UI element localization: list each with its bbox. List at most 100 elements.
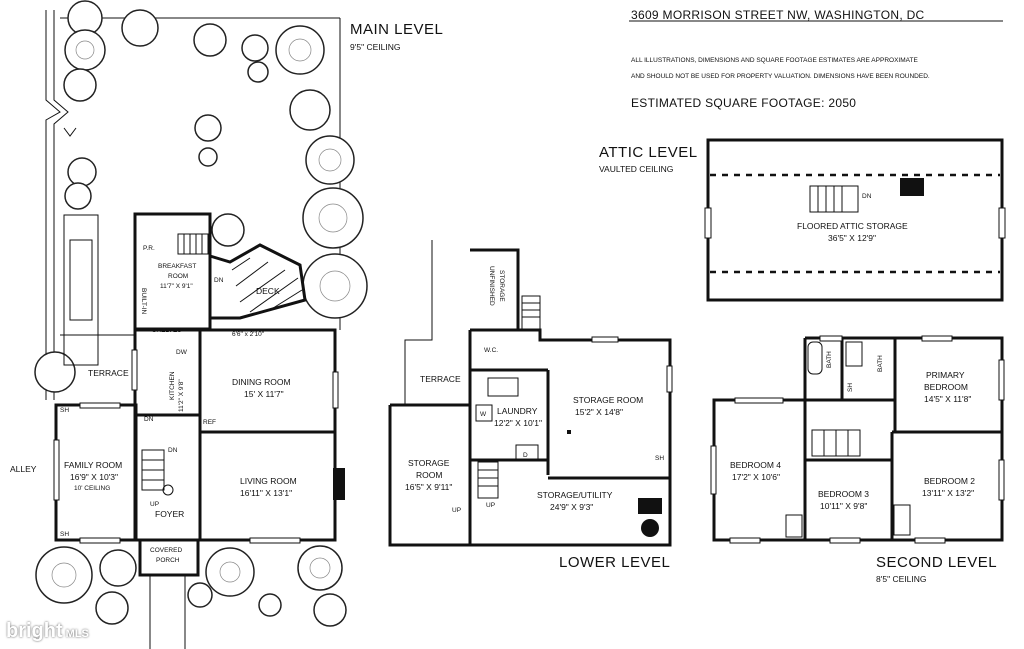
tree-icon — [297, 545, 343, 591]
tree-icon — [35, 546, 93, 604]
kitchen-dim: 11'2" X 9'8" — [178, 379, 185, 412]
tree-icon — [64, 29, 106, 71]
laundry-dim: 12'2" X 10'1" — [494, 418, 542, 428]
alley-label: ALLEY — [10, 464, 37, 474]
bed3-name: BEDROOM 3 — [818, 489, 869, 499]
washer-label: W — [480, 411, 487, 418]
living-dim: 16'11" X 13'1" — [240, 488, 292, 498]
lower-terrace-outline — [404, 240, 433, 405]
furnace — [638, 498, 662, 514]
attic-window-right — [998, 207, 1006, 239]
attic-hatch — [900, 178, 924, 196]
attic-stairs — [809, 185, 859, 213]
deck-label: DECK — [256, 286, 280, 296]
planter-inner — [69, 239, 93, 321]
tree-icon — [198, 147, 218, 167]
main-terrace-label: TERRACE — [88, 368, 129, 378]
watermark-suffix: MLS — [65, 628, 89, 640]
tree-icon — [205, 547, 255, 597]
disclaimer-line-2: AND SHOULD NOT BE USED FOR PROPERTY VALU… — [631, 73, 930, 80]
laundry-sink — [487, 377, 519, 397]
tree-icon — [313, 593, 347, 627]
breakfast-name2: ROOM — [168, 273, 188, 280]
foyer-name: FOYER — [155, 509, 184, 519]
bath-label-1: BATH — [826, 351, 833, 368]
lower-up-2: UP — [486, 502, 495, 509]
main-dn-1: DN — [214, 277, 224, 284]
watermark-brand: bright — [6, 620, 63, 642]
bath-label-2: BATH — [877, 355, 884, 372]
unfinished-line2: STORAGE — [498, 270, 505, 302]
main-stairs — [141, 233, 209, 496]
attic-room-dim: 36'5" X 12'9" — [828, 233, 876, 243]
dryer-box — [515, 444, 539, 462]
tree-icon — [63, 68, 97, 102]
dining-dim: 15' X 11'7" — [244, 389, 284, 399]
ref-label: REF — [203, 419, 216, 426]
tree-icon — [247, 61, 269, 83]
tree-icon — [241, 34, 269, 62]
storage-room-name: STORAGE ROOM — [573, 395, 643, 405]
planter-left — [63, 214, 99, 366]
primary-name: PRIMARY — [926, 370, 965, 380]
main-level-title: MAIN LEVEL — [350, 21, 443, 38]
lower-terrace-label: TERRACE — [420, 374, 461, 384]
deck-dim: 6'6" x 2'10" — [232, 331, 265, 338]
family-name: FAMILY ROOM — [64, 460, 122, 470]
utility-dim: 24'9" X 9'3" — [550, 502, 593, 512]
lot-line-left — [45, 10, 61, 400]
lower-level-title: LOWER LEVEL — [559, 554, 670, 571]
breakfast-name: BREAKFAST — [158, 263, 196, 270]
built-in-label: BUILT-IN — [140, 288, 147, 315]
second-level-walls — [712, 336, 1004, 542]
bed4-dim: 17'2" X 10'6" — [732, 472, 780, 482]
bed4-name: BEDROOM 4 — [730, 460, 781, 470]
tree-icon — [194, 114, 222, 142]
bed3-dim: 10'11" X 9'8" — [820, 501, 867, 511]
tree-icon — [99, 549, 137, 587]
kitchen-name: KITCHEN — [169, 371, 176, 400]
tree-icon — [95, 591, 129, 625]
storage-room2-name: STORAGE — [408, 458, 450, 468]
main-dn-3: DN — [168, 447, 178, 454]
shower — [845, 341, 863, 367]
powder-room-label: P.R. — [143, 245, 155, 252]
porch-name2: PORCH — [156, 557, 180, 564]
attic-level-ceiling: VAULTED CEILING — [599, 164, 673, 174]
tree-icon — [193, 23, 227, 57]
storage-room2-name2: ROOM — [416, 470, 442, 480]
family-dim: 16'9" X 10'3" — [70, 472, 118, 482]
tree-icon — [275, 25, 325, 75]
tree-icon — [211, 213, 245, 247]
unfinished-line1: UNFINISHED — [488, 266, 495, 306]
lower-stairs — [477, 295, 541, 499]
tree-icon — [302, 253, 368, 319]
tree-icon — [121, 9, 159, 47]
water-heater — [641, 519, 659, 537]
tree-icon — [67, 157, 97, 187]
second-level-title: SECOND LEVEL — [876, 554, 997, 571]
deck-hatch — [231, 257, 303, 313]
attic-window-left — [704, 207, 712, 239]
bathtub — [807, 341, 823, 375]
gate-symbol — [63, 127, 77, 137]
dw-label: DW — [176, 349, 188, 356]
tree-icon — [187, 582, 213, 608]
lower-sh: SH — [655, 455, 664, 462]
windows — [53, 335, 1005, 544]
bed2-name: BEDROOM 2 — [924, 476, 975, 486]
main-sh-1: SH — [60, 407, 69, 414]
lower-up-1: UP — [452, 507, 461, 514]
tree-icon — [302, 187, 364, 249]
storage-room2-dim: 16'5" X 9'11" — [405, 482, 452, 492]
sqft-text: ESTIMATED SQUARE FOOTAGE: 2050 — [631, 96, 856, 110]
main-dn-2: DN — [144, 416, 154, 423]
address-text: 3609 MORRISON STREET NW, WASHINGTON, DC — [631, 8, 925, 22]
dining-name: DINING ROOM — [232, 377, 291, 387]
main-up: UP — [150, 501, 159, 508]
bed2-dim: 13'11" X 13'2" — [922, 488, 974, 498]
dryer-label: D — [523, 452, 528, 459]
storage-room-dim: 15'2" X 14'8" — [575, 407, 623, 417]
main-sh-2: SH — [60, 531, 69, 538]
